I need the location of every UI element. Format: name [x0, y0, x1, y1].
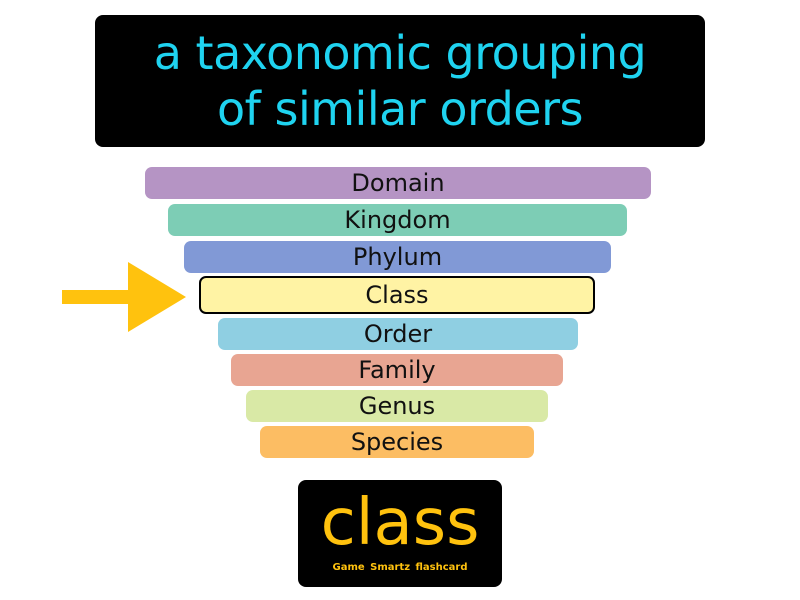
rank-species: Species	[260, 426, 534, 458]
brand-label: Game Smartz flashcard	[332, 562, 468, 573]
rank-label: Species	[350, 428, 444, 456]
rank-label: Kingdom	[344, 206, 451, 234]
term-card: class Game Smartz flashcard	[298, 480, 502, 587]
rank-phylum: Phylum	[184, 241, 611, 273]
definition-text: a taxonomic grouping of similar orders	[153, 26, 647, 136]
rank-genus: Genus	[246, 390, 548, 422]
rank-class: Class	[199, 276, 595, 314]
rank-domain: Domain	[145, 167, 651, 199]
definition-panel: a taxonomic grouping of similar orders	[95, 15, 705, 147]
term-word: class	[320, 486, 480, 560]
right-arrow-icon	[62, 262, 186, 332]
rank-kingdom: Kingdom	[168, 204, 627, 236]
rank-order: Order	[218, 318, 578, 350]
rank-label: Phylum	[352, 243, 443, 271]
rank-label: Class	[365, 281, 429, 309]
rank-label: Order	[363, 320, 433, 348]
rank-label: Domain	[351, 169, 445, 197]
rank-label: Family	[358, 356, 436, 384]
rank-family: Family	[231, 354, 563, 386]
rank-label: Genus	[358, 392, 436, 420]
